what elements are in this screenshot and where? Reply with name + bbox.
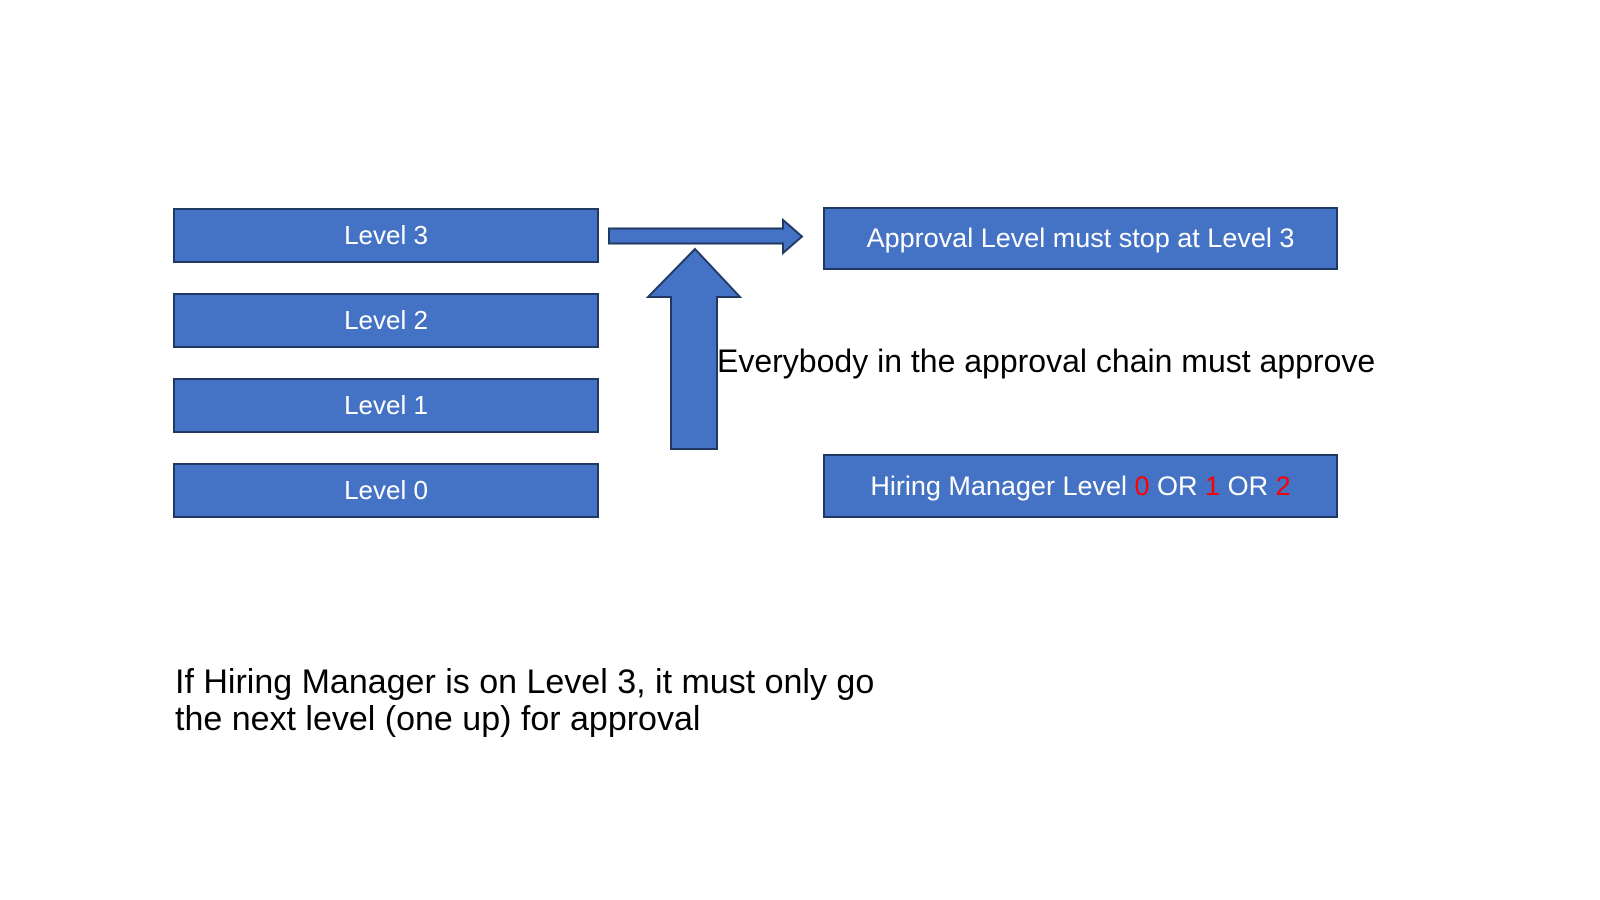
level-1-box: Level 1: [173, 378, 599, 433]
level-0-box: Level 0: [173, 463, 599, 518]
level-2-label: Level 2: [344, 305, 428, 335]
level-2-box: Level 2: [173, 293, 599, 348]
level-3-label: Level 3: [344, 220, 428, 250]
hiring-or-2: OR: [1220, 470, 1276, 501]
hiring-or-1: OR: [1149, 470, 1206, 501]
hiring-manager-label-text: Hiring Manager Level: [870, 470, 1135, 501]
hiring-level-1-value: 1: [1205, 470, 1221, 501]
level-3-box: Level 3: [173, 208, 599, 263]
level-1-label: Level 1: [344, 390, 428, 420]
approval-stop-box: Approval Level must stop at Level 3: [823, 207, 1338, 270]
hiring-manager-footnote: If Hiring Manager is on Level 3, it must…: [175, 663, 875, 738]
level-0-label: Level 0: [344, 475, 428, 505]
approval-stop-label: Approval Level must stop at Level 3: [866, 223, 1295, 253]
hiring-manager-box: Hiring Manager Level 0 OR 1 OR 2: [823, 454, 1338, 518]
approval-chain-note: Everybody in the approval chain must app…: [717, 343, 1376, 379]
arrow-right-icon: [608, 217, 804, 256]
hiring-level-2-value: 2: [1275, 470, 1291, 501]
hiring-level-0-value: 0: [1134, 470, 1150, 501]
